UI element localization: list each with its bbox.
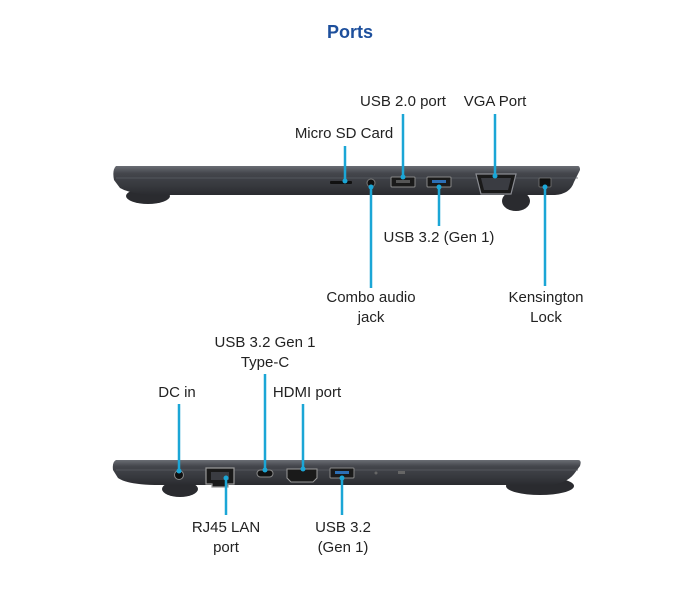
- hdmi-port: [286, 468, 318, 483]
- indicator-led: [374, 471, 378, 475]
- usb32-port-tongue: [432, 180, 446, 183]
- callouts-bottom: [177, 374, 344, 515]
- callout-dot: [262, 467, 268, 473]
- vga-port-inner: [481, 178, 511, 190]
- callout-dot: [223, 475, 229, 481]
- label-micro-sd: Micro SD Card: [295, 125, 393, 142]
- callout-dot: [339, 475, 345, 481]
- callout-dot: [492, 173, 498, 179]
- label-usb32-top: USB 3.2 (Gen 1): [384, 229, 495, 246]
- label-hdmi: HDMI port: [273, 384, 342, 401]
- indicator-led: [398, 471, 405, 474]
- rj45-port-inner: [211, 472, 229, 480]
- callout-dot: [542, 184, 548, 190]
- label-usb20: USB 2.0 port: [360, 93, 447, 110]
- page-title: Ports: [326, 22, 373, 42]
- rubber-foot: [502, 191, 530, 211]
- label-vga: VGA Port: [464, 93, 527, 110]
- callout-dots-bottom: [176, 466, 345, 481]
- label-usb-c-line2: Type-C: [241, 354, 290, 371]
- callout-dot: [368, 184, 374, 190]
- label-rj45-line1: RJ45 LAN: [192, 519, 260, 536]
- label-combo-audio-line1: Combo audio: [326, 289, 415, 306]
- label-combo-audio-line2: jack: [357, 309, 385, 326]
- callout-dot: [342, 178, 348, 184]
- label-dc-in: DC in: [158, 384, 196, 401]
- label-kensington-line2: Lock: [530, 309, 562, 326]
- label-rj45-line2: port: [213, 539, 240, 556]
- usb32-port-bottom-tongue: [335, 471, 349, 474]
- callouts-top: [343, 114, 547, 288]
- callout-dot: [436, 184, 442, 190]
- laptop-side-view-bottom: [112, 460, 581, 497]
- label-usb32-bottom-line1: USB 3.2: [315, 519, 371, 536]
- callout-dot: [400, 174, 406, 180]
- callout-dots-top: [342, 173, 548, 190]
- label-kensington-line1: Kensington: [508, 289, 583, 306]
- callout-dot: [300, 466, 306, 472]
- callout-dot: [176, 468, 182, 474]
- usb20-port-tongue: [396, 180, 410, 183]
- micro-sd-slot: [330, 181, 352, 184]
- laptop-side-view-top: [113, 166, 580, 211]
- label-usb-c-line1: USB 3.2 Gen 1: [215, 334, 316, 351]
- label-usb32-bottom-line2: (Gen 1): [318, 539, 369, 556]
